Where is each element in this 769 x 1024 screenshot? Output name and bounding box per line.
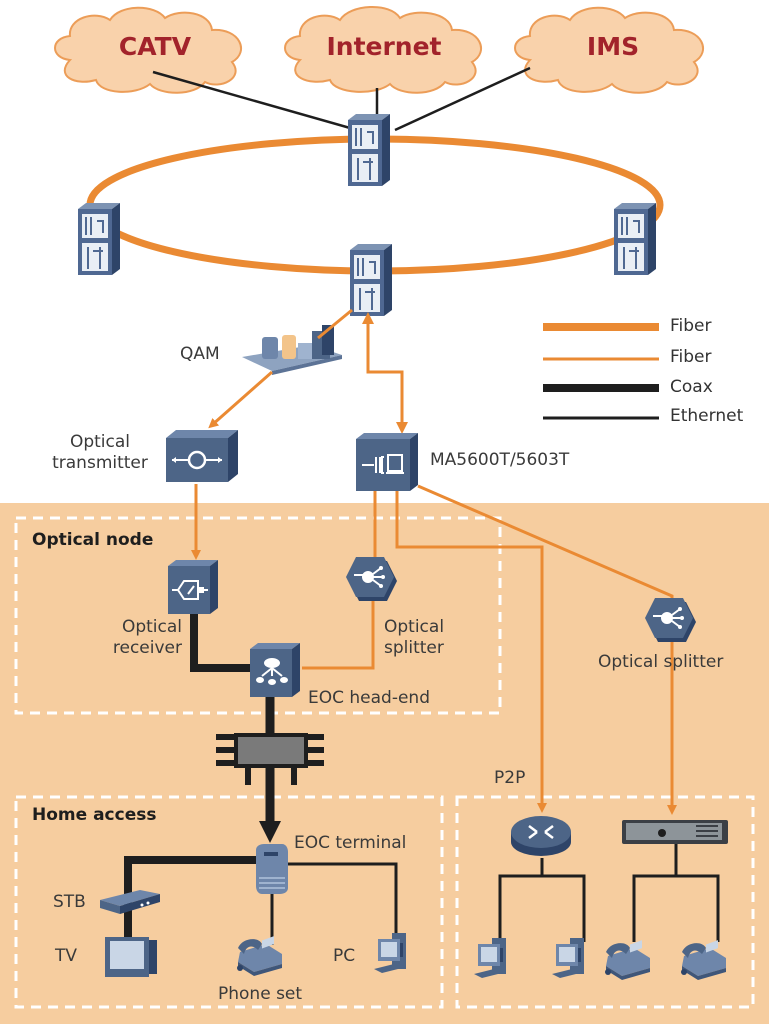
label-stb: STB (53, 892, 86, 912)
legend-label-ethernet: Ethernet (670, 406, 744, 426)
core-router-bottom (349, 243, 393, 317)
label-p2p: P2P (494, 768, 526, 788)
label-eoc-headend: EOC head-end (308, 688, 430, 708)
label-eoc-terminal: EOC terminal (294, 833, 407, 853)
optical-node-zone (14, 516, 502, 715)
link-qam-transmitter (208, 370, 273, 429)
label-optical-transmitter: Optical transmitter (52, 432, 148, 473)
qam-device (242, 325, 342, 375)
olt-device (356, 433, 418, 491)
p2p-zone (455, 795, 755, 1009)
tv-device (105, 937, 157, 977)
link-onu-phones (632, 874, 720, 942)
cloud-catv (54, 6, 243, 94)
home-access-zone (14, 795, 444, 1009)
link-catv-core (152, 70, 351, 130)
link-receiver-eoc-headend (190, 614, 252, 672)
link-p2p-pcs (498, 874, 586, 942)
core-router-top (347, 113, 391, 187)
link-eoc-terminal-stb (124, 856, 258, 942)
link-olt-splitter-right (417, 484, 677, 815)
p2p-switch-device (511, 816, 571, 856)
legend-label-coax: Coax (670, 377, 713, 397)
coax-amplifier-device (216, 733, 324, 785)
optical-receiver-device (168, 560, 218, 614)
cloud-internet (284, 5, 483, 94)
link-eoc-terminal-pc (288, 862, 398, 937)
zone-label-optical-node: Optical node (32, 530, 154, 550)
link-ims-core (394, 66, 531, 132)
link-core-olt (362, 312, 408, 434)
link-core-qam (317, 308, 353, 340)
label-phone-set: Phone set (218, 984, 303, 1004)
optical-transmitter-device (166, 430, 238, 482)
label-tv: TV (55, 946, 78, 966)
link-splitter-eoc-headend (302, 601, 375, 670)
core-router-left (77, 202, 121, 276)
label-qam: QAM (180, 344, 220, 364)
cloud-label-internet: Internet (326, 32, 442, 61)
zone-label-home-access: Home access (32, 805, 157, 825)
label-optical-splitter-node: Optical splitter (384, 617, 445, 658)
core-router-right (613, 202, 657, 276)
cloud-ims (514, 6, 705, 94)
label-pc: PC (333, 946, 356, 966)
eoc-headend-device (250, 643, 300, 697)
legend-label-fiber-thin: Fiber (670, 347, 712, 367)
legend-label-fiber-thick: Fiber (670, 316, 712, 336)
link-olt-p2p (395, 491, 547, 813)
label-olt: MA5600T/5603T (430, 450, 570, 470)
cloud-label-catv: CATV (118, 32, 192, 61)
label-optical-splitter-right: Optical splitter (598, 652, 724, 672)
onu-device (622, 820, 728, 844)
label-optical-receiver: Optical receiver (112, 617, 182, 658)
eoc-terminal-device (256, 844, 288, 894)
cloud-label-ims: IMS (586, 32, 640, 61)
stb-device (100, 890, 160, 914)
